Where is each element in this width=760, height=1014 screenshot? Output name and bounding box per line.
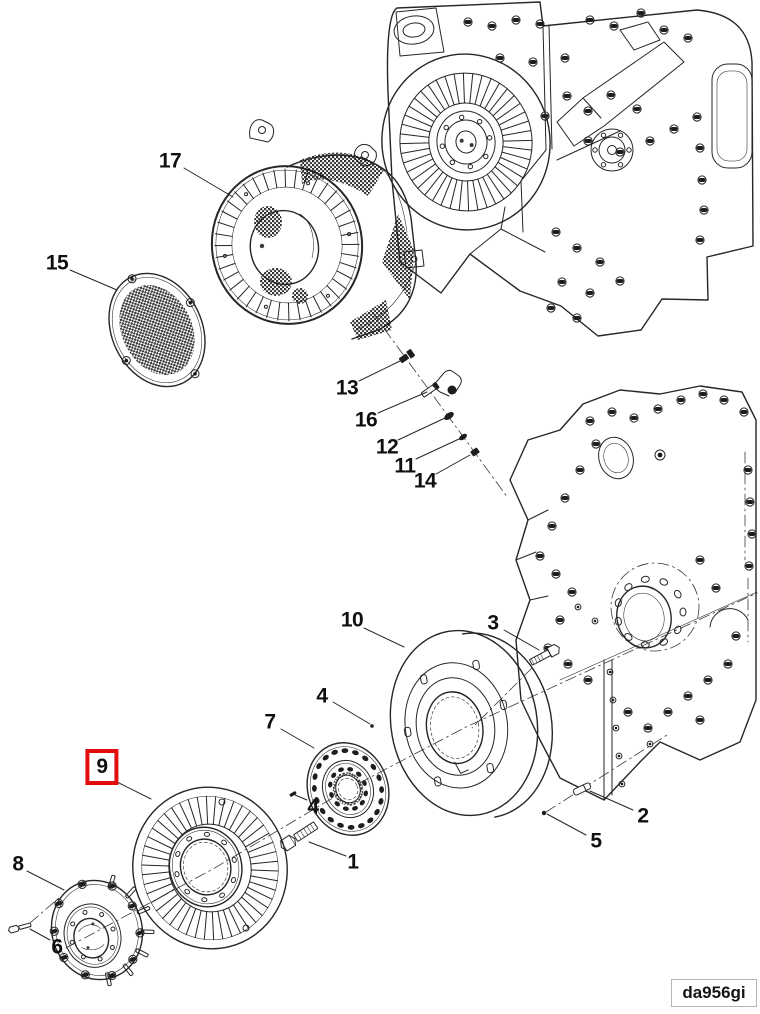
clutch-assembly-drawing <box>7 592 758 987</box>
drum-drawing <box>389 629 554 818</box>
part-callout-4[interactable]: 4 <box>316 684 328 708</box>
part-callout-11[interactable]: 11 <box>394 454 416 478</box>
cover-bolts <box>121 274 200 379</box>
engine-housing-drawing <box>381 1 754 337</box>
figure-code-box: da956gi <box>671 979 757 1007</box>
part-callout-10[interactable]: 10 <box>340 608 364 632</box>
part-callout-7[interactable]: 7 <box>264 710 276 734</box>
part-callout-15[interactable]: 15 <box>45 251 69 275</box>
part-callout-8[interactable]: 8 <box>12 852 24 876</box>
part-callout-2[interactable]: 2 <box>637 804 649 828</box>
part-callout-3[interactable]: 3 <box>487 611 499 635</box>
gearbox-housing-drawing <box>509 385 758 801</box>
hub-studs <box>104 874 155 987</box>
part-callout-16[interactable]: 16 <box>354 408 378 432</box>
part-callout-4[interactable]: 4 <box>307 795 319 819</box>
part-callout-14[interactable]: 14 <box>413 469 437 493</box>
dowel-5-drawing <box>541 810 547 816</box>
part-callout-12[interactable]: 12 <box>375 435 399 459</box>
bolt-1-drawing <box>280 821 319 852</box>
part-callout-5[interactable]: 5 <box>590 829 602 853</box>
bolt-6-drawing <box>7 922 32 934</box>
figure-code: da956gi <box>682 983 746 1002</box>
part-callout-9[interactable]: 9 <box>85 749 119 785</box>
flywheel-damper-drawing <box>381 53 551 231</box>
hub-drawing <box>48 874 155 987</box>
pin-2-drawing <box>572 782 592 796</box>
part-callout-17[interactable]: 17 <box>158 149 182 173</box>
part-callout-13[interactable]: 13 <box>335 376 359 400</box>
part-callout-1[interactable]: 1 <box>347 850 359 874</box>
cover-plate-drawing <box>108 272 206 388</box>
brake-assembly-drawing <box>210 119 425 340</box>
clutch-disc-drawing <box>306 742 390 836</box>
leader-lines <box>26 167 634 941</box>
fastener-set-drawing <box>371 311 509 499</box>
part-callout-6[interactable]: 6 <box>51 935 63 959</box>
turbine-wheel-drawing <box>132 786 288 950</box>
bolt-3-drawing <box>529 643 560 666</box>
